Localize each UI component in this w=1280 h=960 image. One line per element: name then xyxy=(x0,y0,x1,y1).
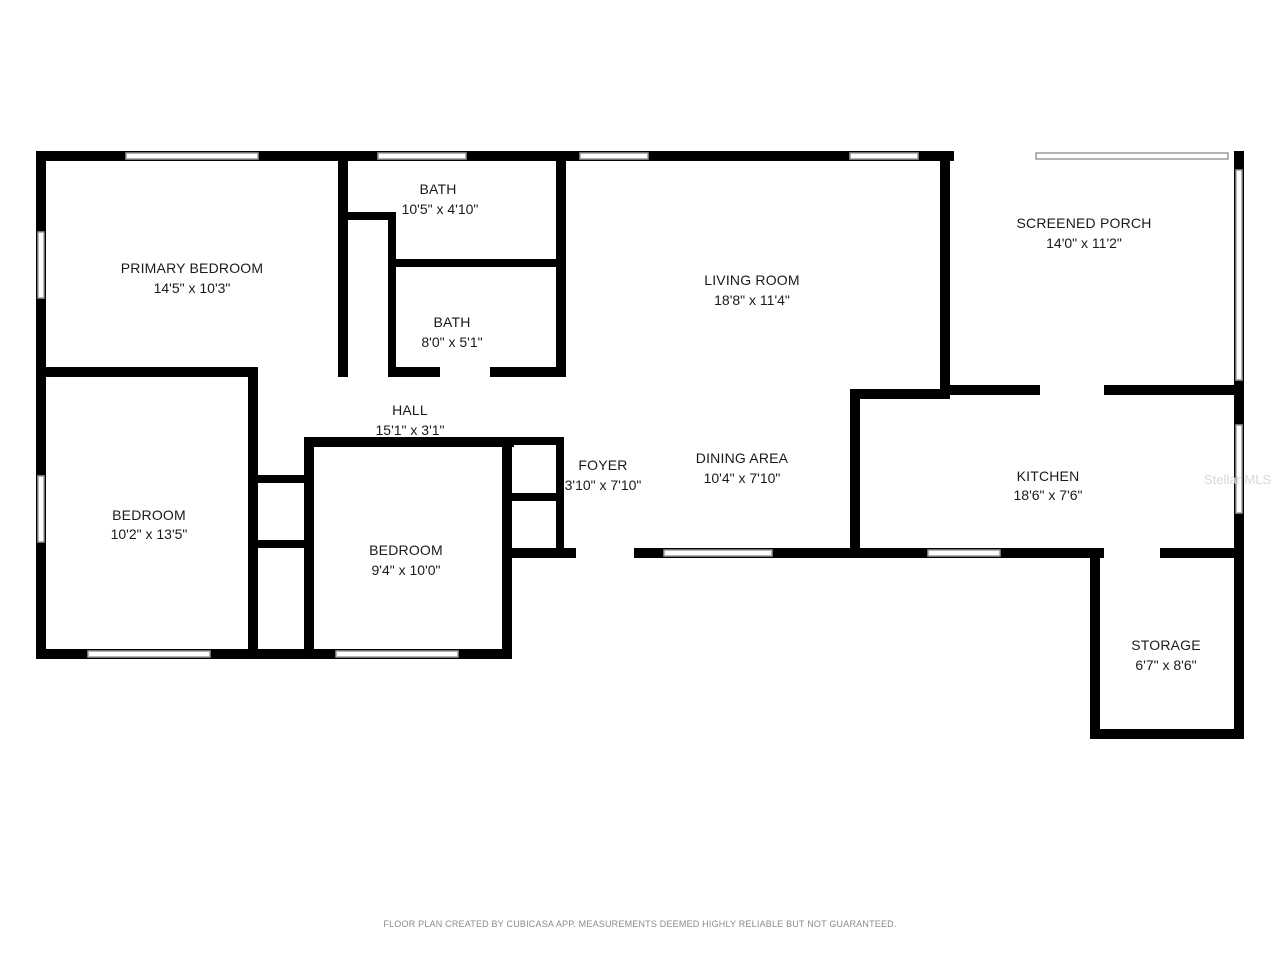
room-name: FOYER xyxy=(578,457,627,473)
room-living-room: LIVING ROOM 18'8" x 11'4" xyxy=(704,272,800,308)
room-screened-porch: SCREENED PORCH 14'0" x 11'2" xyxy=(1016,215,1151,251)
room-dimensions: 10'4" x 7'10" xyxy=(704,470,781,486)
room-name: BATH xyxy=(419,181,456,197)
room-dimensions: 9'4" x 10'0" xyxy=(372,562,441,578)
room-kitchen: KITCHEN 18'6" x 7'6" xyxy=(1014,468,1083,503)
room-storage: STORAGE 6'7" x 8'6" xyxy=(1131,637,1201,673)
room-dimensions: 18'6" x 7'6" xyxy=(1014,487,1083,503)
room-dimensions: 10'2" x 13'5" xyxy=(111,526,188,542)
room-bath-1: BATH 10'5" x 4'10" xyxy=(402,181,479,217)
room-name: STORAGE xyxy=(1131,637,1201,653)
room-name: BEDROOM xyxy=(369,542,443,558)
room-name: SCREENED PORCH xyxy=(1016,215,1151,231)
room-dimensions: 8'0" x 5'1" xyxy=(421,334,482,350)
room-name: LIVING ROOM xyxy=(704,272,800,288)
room-name: DINING AREA xyxy=(696,450,789,466)
windows xyxy=(37,152,1243,658)
room-name: KITCHEN xyxy=(1017,468,1080,484)
room-dimensions: 15'1" x 3'1" xyxy=(376,422,445,438)
room-dimensions: 18'8" x 11'4" xyxy=(714,292,790,308)
room-name: BATH xyxy=(433,314,470,330)
room-dimensions: 10'5" x 4'10" xyxy=(402,201,479,217)
room-name: PRIMARY BEDROOM xyxy=(121,260,264,276)
room-name: BEDROOM xyxy=(112,507,186,523)
room-primary-bedroom: PRIMARY BEDROOM 14'5" x 10'3" xyxy=(121,260,264,296)
room-dining-area: DINING AREA 10'4" x 7'10" xyxy=(696,450,789,486)
room-dimensions: 14'5" x 10'3" xyxy=(154,280,231,296)
watermark: Stellar MLS xyxy=(1204,472,1272,487)
footer-disclaimer: FLOOR PLAN CREATED BY CUBICASA APP. MEAS… xyxy=(383,919,897,929)
door-openings xyxy=(258,151,1160,558)
room-dimensions: 14'0" x 11'2" xyxy=(1046,235,1122,251)
room-dimensions: 3'10" x 7'10" xyxy=(565,477,642,493)
room-hall: HALL 15'1" x 3'1" xyxy=(376,402,445,438)
room-bedroom-1: BEDROOM 10'2" x 13'5" xyxy=(111,507,188,542)
room-dimensions: 6'7" x 8'6" xyxy=(1135,657,1196,673)
room-name: HALL xyxy=(392,402,428,418)
room-bedroom-2: BEDROOM 9'4" x 10'0" xyxy=(369,542,443,578)
room-foyer: FOYER 3'10" x 7'10" xyxy=(565,457,642,493)
room-bath-2: BATH 8'0" x 5'1" xyxy=(421,314,482,350)
